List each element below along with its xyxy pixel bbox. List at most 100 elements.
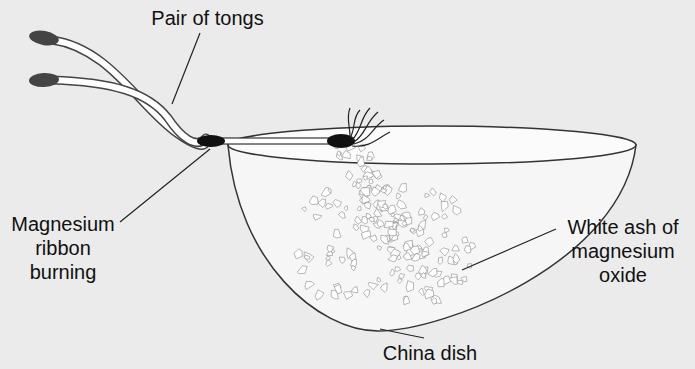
ash-particle bbox=[396, 193, 401, 199]
ash-particle bbox=[339, 257, 345, 264]
ash-particle bbox=[353, 224, 358, 231]
ash-particle bbox=[399, 274, 405, 279]
ash-particle bbox=[326, 256, 331, 260]
ash-particle bbox=[422, 247, 429, 257]
ash-particle bbox=[440, 248, 449, 256]
ash-particle bbox=[419, 208, 425, 216]
ash-particle bbox=[313, 214, 321, 220]
ash-particle bbox=[398, 183, 406, 192]
ash-particle bbox=[368, 282, 378, 289]
ash-particle bbox=[328, 189, 331, 193]
ash-particle bbox=[449, 196, 457, 205]
ash-particle bbox=[355, 217, 362, 225]
ash-particle bbox=[304, 252, 314, 263]
ash-particle bbox=[380, 283, 387, 292]
ash-particle bbox=[403, 252, 412, 260]
ash-particle bbox=[381, 235, 389, 244]
ash-particle bbox=[450, 277, 458, 285]
ash-particle bbox=[403, 243, 410, 252]
ash-particle bbox=[362, 195, 370, 204]
ash-particle bbox=[338, 212, 345, 219]
ash-particle bbox=[305, 281, 315, 289]
magnesium-oxide-ash bbox=[294, 143, 476, 304]
ash-particle bbox=[333, 229, 341, 238]
ash-particle bbox=[452, 245, 459, 251]
ash-particle bbox=[327, 245, 333, 252]
ash-particle bbox=[351, 287, 358, 293]
ash-particle bbox=[406, 281, 413, 292]
ash-particle bbox=[344, 292, 353, 300]
ash-particle bbox=[430, 188, 437, 196]
ash-particle bbox=[442, 214, 448, 219]
ash-particle bbox=[453, 254, 460, 264]
ash-particle bbox=[357, 206, 361, 211]
ash-particle bbox=[402, 221, 406, 225]
ash-particle bbox=[404, 296, 410, 305]
ash-particle bbox=[344, 206, 348, 211]
ash-particle bbox=[335, 284, 342, 293]
ash-particle bbox=[441, 201, 448, 212]
ash-particle bbox=[397, 200, 407, 209]
ash-particle bbox=[362, 216, 368, 224]
ash-particle bbox=[421, 273, 426, 279]
part-label: White ash of magnesium oxide bbox=[556, 215, 690, 287]
magnesium-ribbon bbox=[197, 134, 355, 148]
ash-particle bbox=[410, 228, 414, 232]
ash-particle bbox=[363, 176, 368, 180]
ash-particle bbox=[431, 298, 436, 304]
ash-particle bbox=[384, 221, 393, 227]
ash-particle bbox=[453, 206, 461, 215]
ash-particle bbox=[364, 290, 370, 298]
ash-particle bbox=[395, 267, 401, 272]
ash-particle bbox=[297, 266, 307, 274]
ash-particle bbox=[428, 269, 437, 277]
ash-particle bbox=[383, 204, 388, 209]
ash-particle bbox=[410, 246, 420, 255]
ash-particle bbox=[390, 269, 395, 276]
ash-particle bbox=[439, 193, 446, 202]
flame bbox=[348, 108, 390, 146]
tongs bbox=[28, 29, 206, 146]
ash-particle bbox=[345, 170, 352, 180]
ash-particle bbox=[304, 255, 310, 259]
part-label: Magnesium ribbon burning bbox=[4, 212, 122, 284]
ash-particle bbox=[410, 228, 417, 233]
ash-particle bbox=[437, 279, 444, 287]
ash-particle bbox=[419, 221, 426, 230]
ash-particle bbox=[367, 152, 375, 160]
ash-particle bbox=[350, 253, 356, 261]
dish-rim bbox=[228, 126, 636, 164]
ash-particle bbox=[423, 215, 427, 221]
ash-particle bbox=[357, 157, 364, 167]
leader-lines bbox=[120, 33, 556, 338]
ash-particle bbox=[333, 200, 342, 208]
ash-particle bbox=[371, 187, 379, 197]
ash-particle bbox=[302, 207, 307, 212]
ash-particle bbox=[425, 194, 430, 198]
ash-particle bbox=[372, 170, 381, 178]
ash-particle bbox=[377, 246, 381, 250]
ash-particle bbox=[419, 288, 425, 295]
ash-particle bbox=[337, 151, 341, 156]
ash-particle bbox=[361, 188, 370, 197]
ash-particle bbox=[411, 254, 420, 262]
ash-particle bbox=[397, 255, 401, 259]
ash-particle bbox=[342, 151, 351, 159]
part-label: Pair of tongs bbox=[150, 6, 265, 30]
ash-particle bbox=[422, 251, 430, 257]
ash-particle bbox=[381, 189, 387, 193]
ash-particle bbox=[377, 277, 381, 282]
ash-particle bbox=[361, 231, 370, 240]
ash-particle bbox=[398, 278, 403, 283]
ash-particle bbox=[425, 238, 434, 247]
ash-particle bbox=[394, 218, 399, 221]
ash-particle bbox=[415, 273, 421, 280]
ash-particle bbox=[431, 295, 442, 303]
ash-particle bbox=[318, 199, 326, 208]
ash-particle bbox=[442, 233, 447, 238]
ash-particle bbox=[438, 257, 442, 265]
ash-particle bbox=[464, 246, 471, 253]
ash-particle bbox=[388, 255, 398, 262]
